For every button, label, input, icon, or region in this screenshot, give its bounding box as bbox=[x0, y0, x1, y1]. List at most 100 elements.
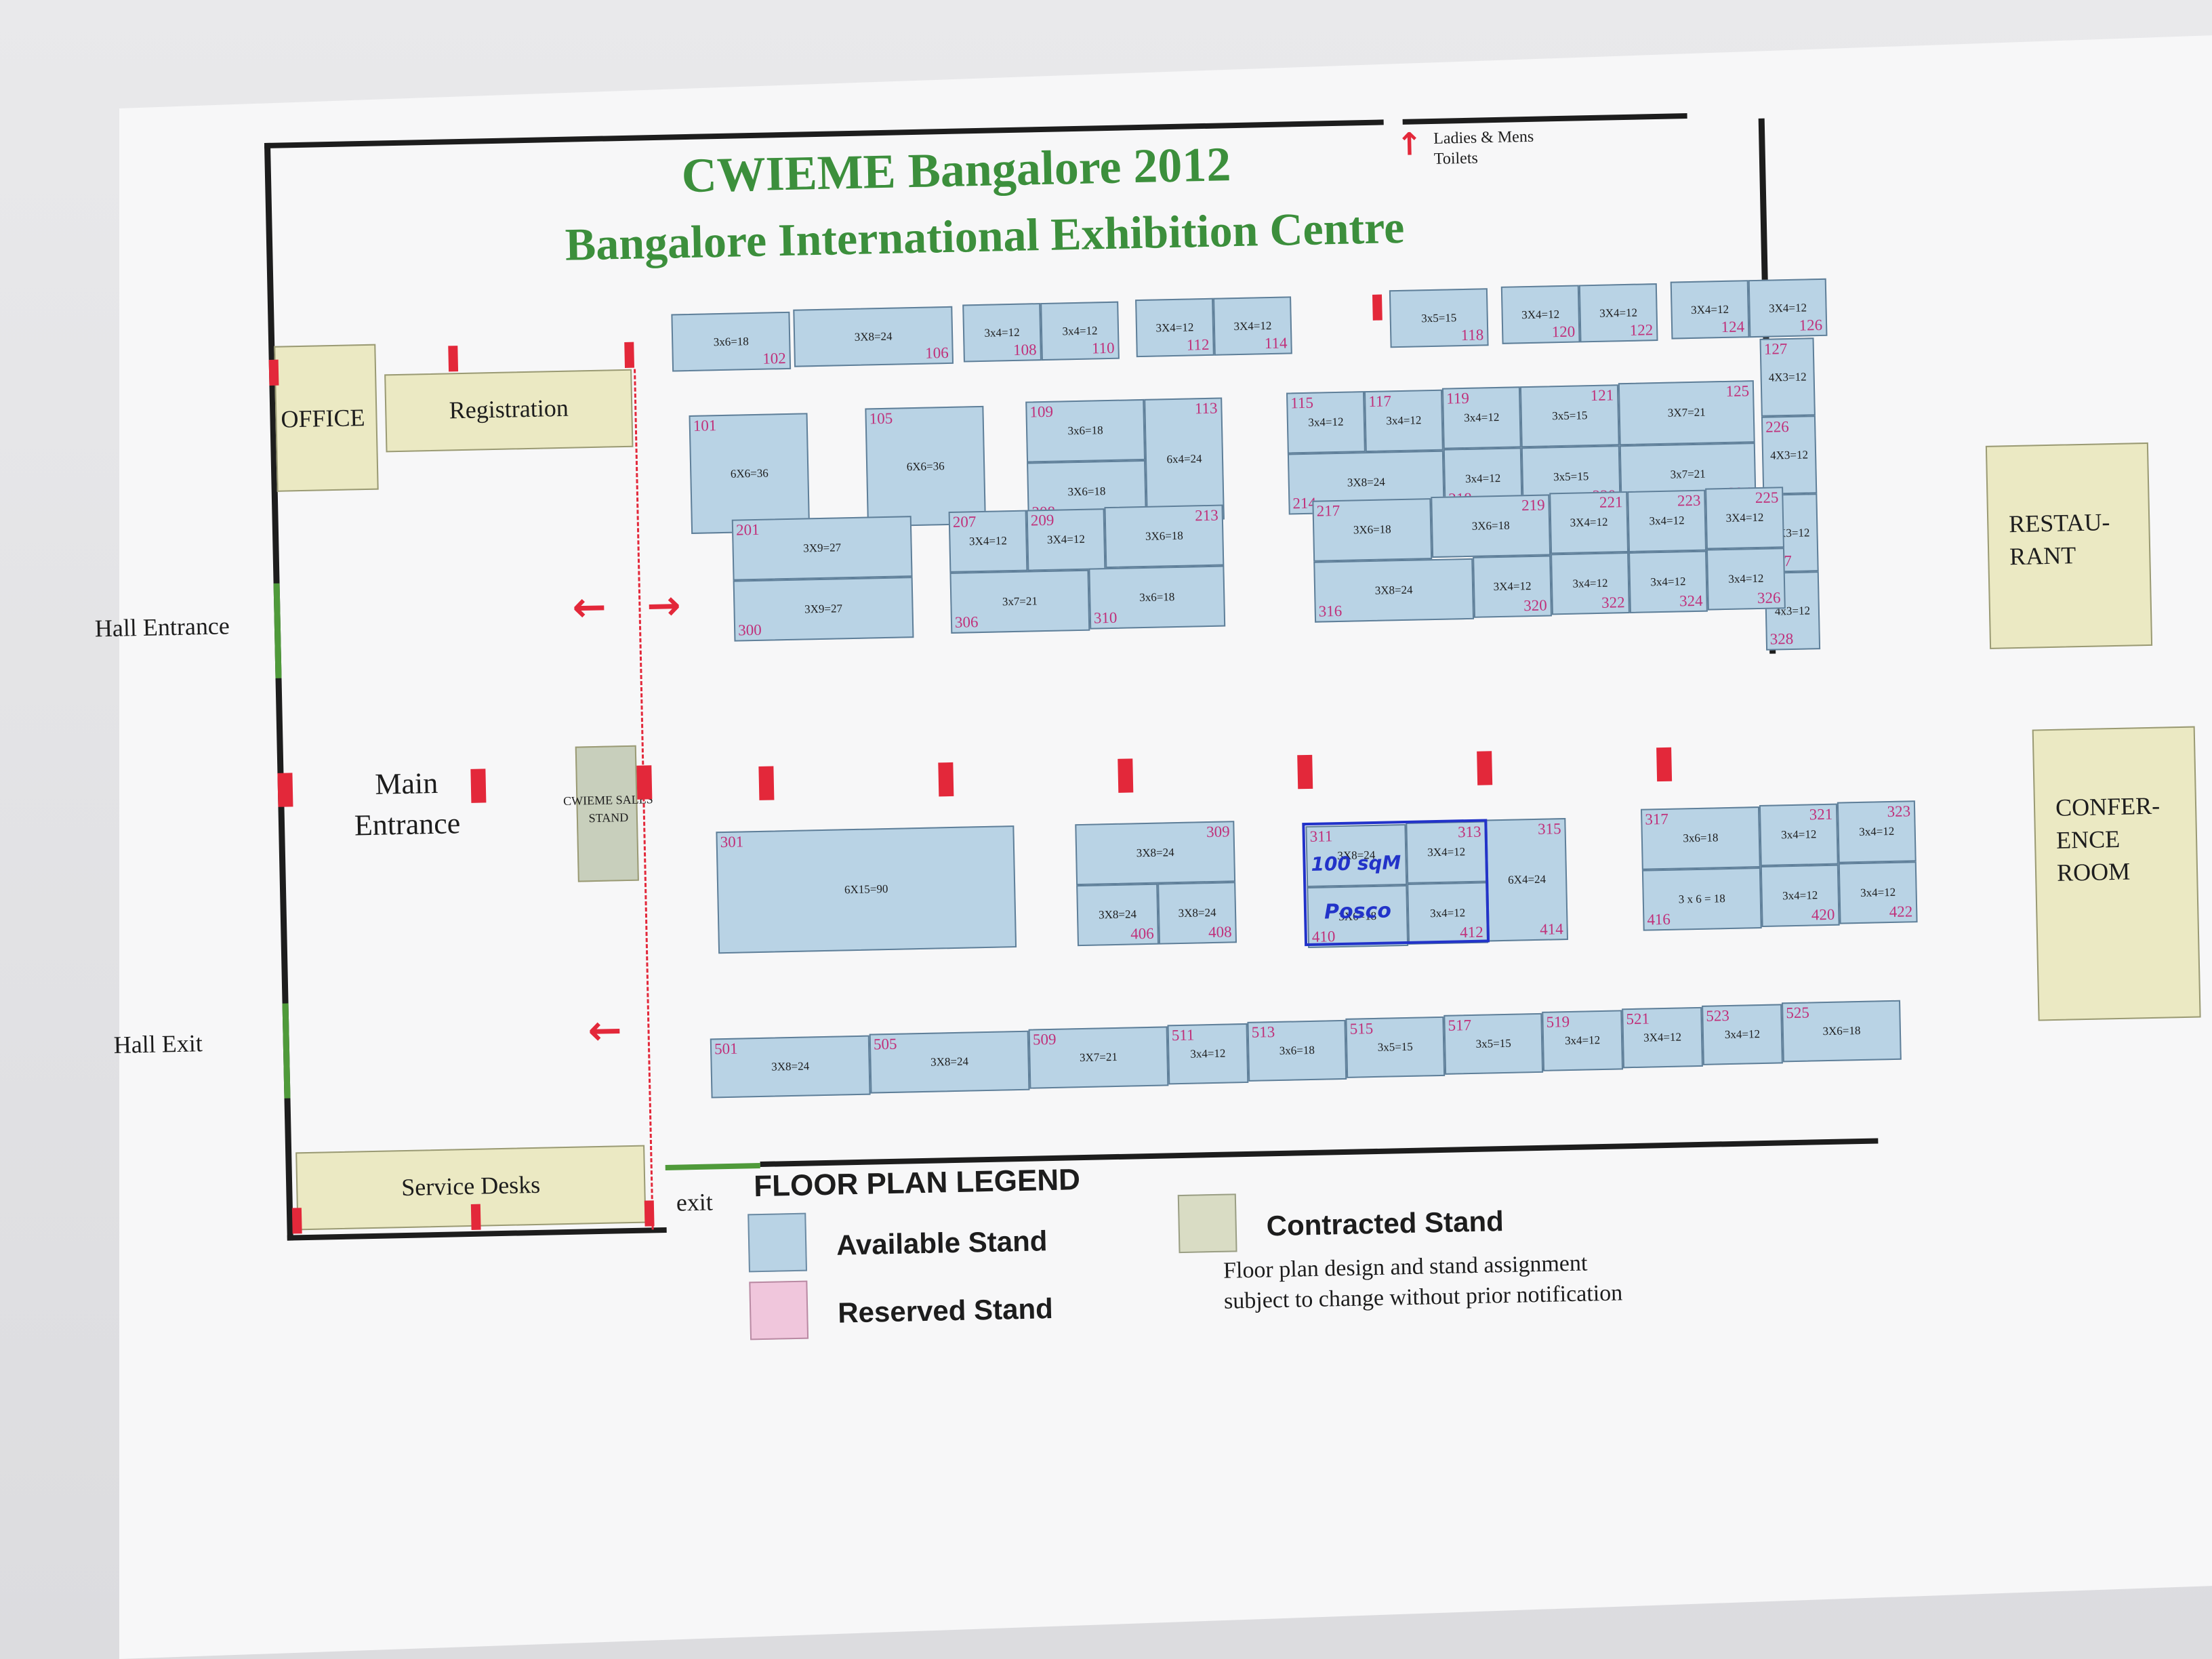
reserved-swatch bbox=[749, 1280, 809, 1340]
event-title: CWIEME Bangalore 2012 bbox=[680, 137, 1232, 203]
stand-number: 406 bbox=[1130, 924, 1154, 943]
stand-number: 108 bbox=[1012, 341, 1037, 359]
stand-number: 306 bbox=[954, 613, 979, 631]
pillar-marker bbox=[1118, 758, 1134, 793]
stand-217: 3X6=18 217 bbox=[1312, 498, 1433, 562]
stand-dimensions: 6X15=90 bbox=[844, 882, 888, 897]
stand-dimensions: 3X4=12 bbox=[1725, 510, 1764, 525]
stand-number: 113 bbox=[1194, 399, 1218, 417]
stand-dimensions: 3X7=21 bbox=[1667, 405, 1706, 419]
stand-dimensions: 3X4=12 bbox=[1493, 579, 1532, 594]
stand-dimensions: 3X8=24 bbox=[1374, 583, 1413, 597]
floor-plan: CWIEME Bangalore 2012 Bangalore Internat… bbox=[94, 106, 2201, 1460]
stand-number: 213 bbox=[1195, 506, 1219, 525]
registration-desk: Registration bbox=[384, 369, 634, 453]
handwritten-area: 100 sqM bbox=[1311, 851, 1401, 876]
pillar-marker bbox=[1372, 294, 1382, 321]
pillar-marker bbox=[470, 769, 487, 803]
stand-dimensions: 3X4=12 bbox=[1046, 532, 1086, 546]
stand-dimensions: 3X6=18 bbox=[1822, 1023, 1861, 1038]
main-entrance-label: Main Entrance bbox=[354, 766, 461, 842]
pillar-marker bbox=[277, 773, 293, 807]
contracted-swatch bbox=[1177, 1193, 1237, 1254]
stand-number: 523 bbox=[1706, 1007, 1730, 1025]
stand-number: 300 bbox=[737, 621, 762, 639]
venue-title: Bangalore International Exhibition Centr… bbox=[565, 201, 1405, 270]
stand-number: 119 bbox=[1446, 389, 1470, 407]
stand-number: 201 bbox=[735, 520, 760, 539]
stand-number: 115 bbox=[1290, 394, 1314, 412]
stand-dimensions: 3x4=12 bbox=[1062, 323, 1098, 337]
legend-contracted: Contracted Stand bbox=[1266, 1205, 1504, 1242]
stand-dimensions: 3X8=24 bbox=[1136, 846, 1174, 860]
stand-number: 221 bbox=[1599, 493, 1623, 511]
stand-dimensions: 3X4=12 bbox=[1570, 515, 1608, 529]
left-arrow-icon: ← bbox=[571, 583, 607, 632]
stand-dimensions: 3x4=12 bbox=[1464, 410, 1500, 425]
stand-dimensions: 3X6=18 bbox=[1353, 523, 1391, 537]
stand-dimensions: 3x7=21 bbox=[1002, 594, 1038, 609]
stand-number: 301 bbox=[720, 833, 744, 851]
posco-booking-outline bbox=[1302, 819, 1490, 947]
stand-dimensions: 3x4=12 bbox=[1572, 576, 1608, 590]
legend-reserved: Reserved Stand bbox=[837, 1292, 1054, 1329]
stand-dimensions: 3x7=21 bbox=[1670, 467, 1706, 481]
stand-number: 414 bbox=[1539, 920, 1563, 938]
stand-dimensions: 6X4=24 bbox=[1507, 872, 1547, 886]
stand-dimensions: 3x4=12 bbox=[1465, 471, 1501, 486]
hall-exit-door bbox=[282, 1003, 291, 1099]
stand-dimensions: 3x4=12 bbox=[1724, 1027, 1761, 1042]
stand-dimensions: 3X9=27 bbox=[804, 602, 843, 616]
stand-dimensions: 3x4=12 bbox=[1650, 575, 1686, 589]
bottom-wall-right bbox=[760, 1138, 1879, 1168]
stand-dimensions: 3x6=18 bbox=[1279, 1043, 1315, 1057]
stand-dimensions: 3X4=12 bbox=[1233, 319, 1272, 333]
pillar-marker bbox=[268, 359, 279, 386]
stand-dimensions: 3X8=24 bbox=[854, 329, 893, 344]
restaurant: RESTAU-RANT bbox=[1985, 442, 2153, 649]
stand-dimensions: 3x6=18 bbox=[1683, 831, 1719, 845]
stand-dimensions: 3X8=24 bbox=[771, 1059, 810, 1073]
stand-dimensions: 4X3=12 bbox=[1768, 369, 1807, 384]
stand-number: 521 bbox=[1626, 1010, 1650, 1028]
stand-number: 315 bbox=[1537, 820, 1561, 838]
stand-number: 207 bbox=[952, 513, 977, 531]
legend-note-line2: subject to change without prior notifica… bbox=[1223, 1280, 1623, 1314]
toilets-label: Ladies & Mens Toilets bbox=[1433, 127, 1534, 168]
stand-number: 420 bbox=[1811, 905, 1835, 924]
legend-note-line1: Floor plan design and stand assignment bbox=[1223, 1250, 1588, 1284]
pillar-marker bbox=[291, 1208, 302, 1234]
stand-dimensions: 3X4=12 bbox=[1155, 320, 1194, 335]
pillar-marker bbox=[636, 765, 653, 800]
up-arrow-icon: ↑ bbox=[1395, 125, 1423, 163]
stand-number: 102 bbox=[762, 349, 787, 367]
hall-entrance-door bbox=[273, 583, 282, 678]
stand-number: 122 bbox=[1629, 321, 1654, 339]
stand-dimensions: 3X8=24 bbox=[1178, 905, 1216, 920]
stand-number: 217 bbox=[1316, 501, 1340, 520]
stand-523: 3x4=12 523 bbox=[1702, 1004, 1783, 1065]
